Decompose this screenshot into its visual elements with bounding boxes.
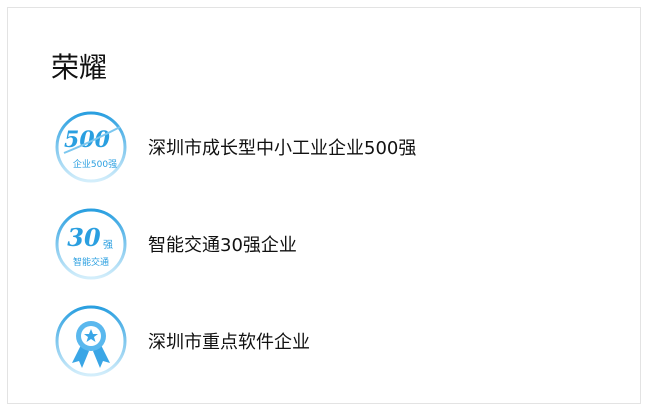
honor-item: 深圳市重点软件企业 — [54, 301, 614, 381]
badge-number: 30 — [67, 223, 101, 252]
badge-text: 企业500强 — [73, 158, 117, 170]
top-500-badge-icon: 500 企业500强 — [55, 111, 127, 183]
section-title: 荣耀 — [51, 51, 108, 84]
honor-label: 深圳市重点软件企业 — [148, 332, 310, 353]
honor-item: 500 企业500强 深圳市成长型中小工业企业500强 — [54, 107, 614, 187]
badge-text: 智能交通 — [73, 256, 109, 268]
honor-label: 深圳市成长型中小工业企业500强 — [148, 138, 417, 159]
badge-suffix: 强 — [103, 239, 113, 251]
honor-label: 智能交通30强企业 — [148, 235, 297, 256]
award-ribbon-icon — [55, 305, 127, 377]
badge-number: 500 — [64, 127, 111, 153]
honor-item: 30 强 智能交通 智能交通30强企业 — [54, 204, 614, 284]
top-30-badge-icon: 30 强 智能交通 — [55, 208, 127, 280]
honors-card: 荣耀 500 企业500强 深圳市成长型中小工业企业500强 30 强 智能交通… — [7, 7, 641, 404]
